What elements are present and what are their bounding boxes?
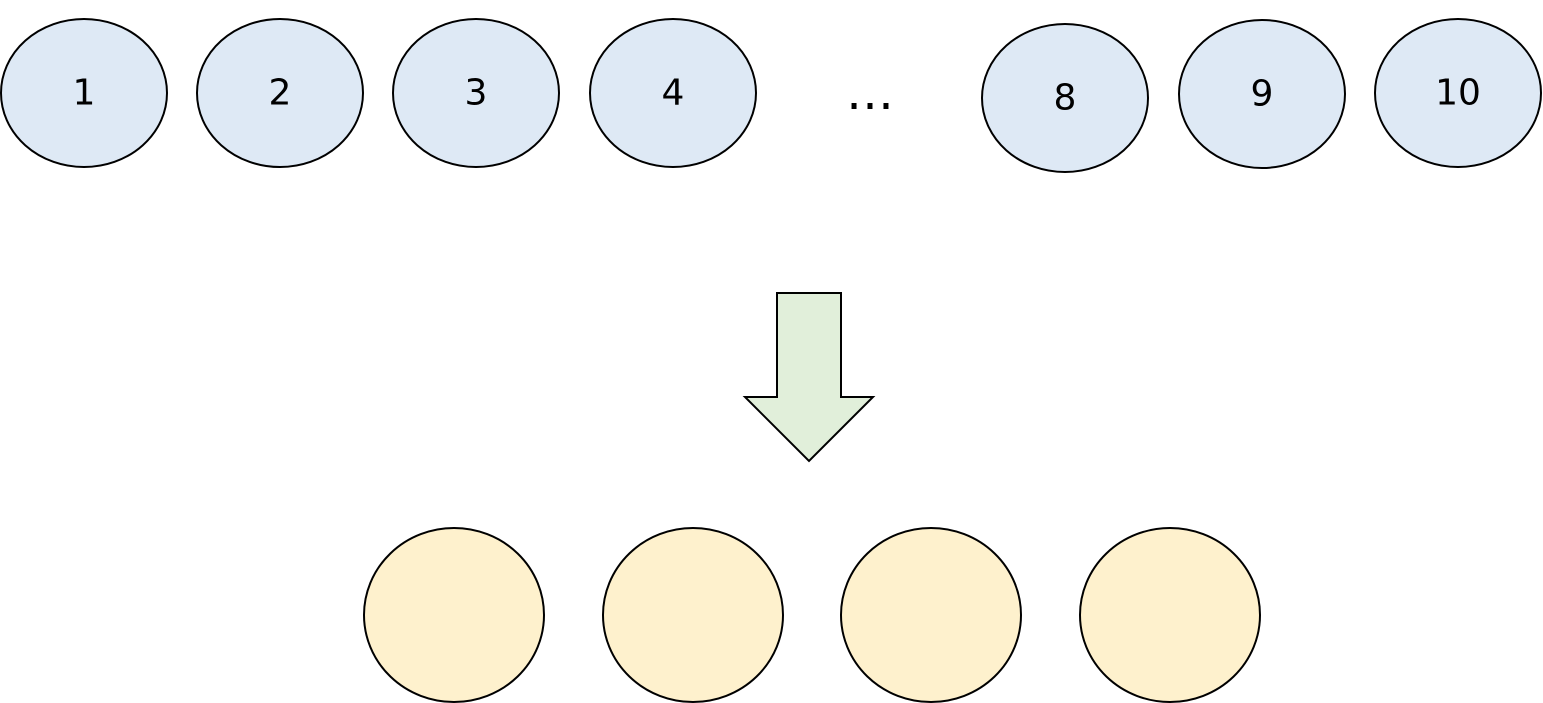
top-node-shape (589, 18, 757, 168)
top-node-shape (0, 18, 168, 168)
bottom-node-row (363, 527, 1261, 703)
top-node-3: 3 (392, 18, 560, 168)
top-node-1: 1 (0, 18, 168, 168)
top-node-2: 2 (196, 18, 364, 168)
top-node-row: 1 2 3 4 … 8 9 10 (0, 18, 1542, 173)
top-node-label: 3 (465, 73, 488, 114)
bottom-node (1079, 527, 1261, 703)
top-node-label: 4 (662, 73, 685, 114)
top-node-shape (1374, 18, 1542, 168)
top-node-label: 2 (269, 73, 292, 114)
top-node-shape (981, 23, 1149, 173)
top-node-4: 4 (589, 18, 757, 168)
top-node-label: 10 (1435, 73, 1481, 114)
top-node-label: 9 (1251, 74, 1274, 115)
bottom-node (840, 527, 1022, 703)
down-arrow-icon (742, 292, 876, 463)
bottom-node (363, 527, 545, 703)
top-node-8: 8 (981, 23, 1149, 173)
top-node-label: 1 (73, 73, 96, 114)
top-node-shape (1178, 19, 1346, 169)
bottom-node (602, 527, 784, 703)
ellipsis-text: … (846, 65, 894, 121)
top-node-shape (196, 18, 364, 168)
top-node-10: 10 (1374, 18, 1542, 168)
top-node-9: 9 (1178, 19, 1346, 169)
top-node-shape (392, 18, 560, 168)
top-node-label: 8 (1054, 78, 1077, 119)
